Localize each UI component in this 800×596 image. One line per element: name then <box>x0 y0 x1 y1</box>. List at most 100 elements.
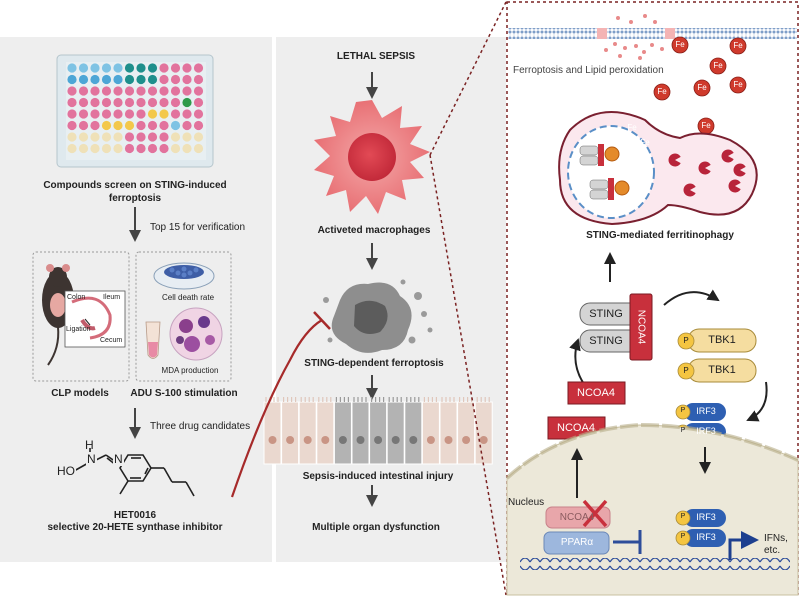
fe-label: Fe <box>675 40 685 49</box>
fe-ion <box>729 37 747 55</box>
fe-label: Fe <box>713 61 723 70</box>
plate-well <box>78 97 89 108</box>
plate-well <box>90 120 100 131</box>
p-label-tbk1-top: P <box>683 336 689 345</box>
plate-well <box>147 120 158 131</box>
top15-label: Top 15 for verification <box>150 222 246 233</box>
tbk1-dimer[interactable] <box>677 328 757 383</box>
plate-well <box>136 109 146 119</box>
ncoa4-complex-label: NCOA4 <box>635 309 647 345</box>
fe-ion <box>709 57 727 75</box>
sting-ncoa4-complex[interactable] <box>579 293 653 361</box>
fe-label: Fe <box>640 138 650 147</box>
iron-ions <box>623 36 747 152</box>
plate-well <box>193 86 204 96</box>
irf3-label-2: IRF3 <box>696 426 716 436</box>
irf3-nuclear-label-2: IRF3 <box>696 532 716 542</box>
plate-well <box>90 97 100 108</box>
lethal-sepsis-label: LETHAL SEPSIS <box>336 51 416 62</box>
plate-well <box>113 97 123 108</box>
plate-well <box>159 120 169 131</box>
ferritin-icon <box>683 183 696 197</box>
plate-well <box>159 97 169 108</box>
plate-well <box>101 143 112 154</box>
p-label-irf3-2: P <box>680 427 686 434</box>
plate-well <box>147 97 158 108</box>
clp-ileum-label: Ileum <box>103 294 121 301</box>
fe-label: Fe <box>697 83 707 92</box>
fe-ion <box>671 36 689 54</box>
epithelial-cell <box>421 401 440 465</box>
plate-well <box>101 109 112 119</box>
plate-well <box>159 143 169 154</box>
plate-well <box>170 74 181 85</box>
epithelial-cell <box>439 401 458 465</box>
p-label-tbk1-bottom: P <box>683 366 689 375</box>
ppar-alpha[interactable] <box>543 531 610 555</box>
well-plate <box>56 54 214 168</box>
ifns-label-line1: IFNs, <box>764 533 788 544</box>
plate-well <box>113 132 123 142</box>
plate-well <box>182 143 192 154</box>
plate-well <box>170 63 181 73</box>
tbk1-label-bottom: TBK1 <box>708 364 736 376</box>
ncoa4-box-upper[interactable] <box>567 381 626 405</box>
cross-mark-icon <box>582 499 608 528</box>
epithelial-cell <box>351 401 370 465</box>
intestinal-injury-label: Sepsis-induced intestinal injury <box>302 471 454 482</box>
plate-well <box>113 74 123 85</box>
plate-well <box>193 120 204 131</box>
ferritin-icon <box>721 149 734 163</box>
fe-label: Fe <box>733 41 743 50</box>
plate-well <box>182 97 192 108</box>
plate-well <box>78 132 89 142</box>
compound-description: selective 20-HETE synthase inhibitor <box>47 522 223 533</box>
p-label-irf3-nuc-2: P <box>680 533 686 540</box>
plate-well <box>182 74 192 85</box>
macrophages-label: Activeted macrophages <box>317 225 431 236</box>
plate-well <box>159 63 169 73</box>
epithelial-cell <box>263 401 282 465</box>
plate-well <box>67 120 77 131</box>
clp-caption: CLP models <box>51 388 109 399</box>
plate-well <box>182 86 192 96</box>
plate-well <box>67 132 77 142</box>
fe-label: Fe <box>701 121 711 130</box>
irf3-nuclear-label-1: IRF3 <box>696 512 716 522</box>
plate-well <box>124 120 135 131</box>
epithelial-cell <box>386 401 405 465</box>
fe-ion <box>729 76 747 94</box>
plate-well <box>113 63 123 73</box>
plate-well <box>170 109 181 119</box>
plate-well <box>136 86 146 96</box>
ncoa4-label-lower: NCOA4 <box>557 422 595 434</box>
tbk1-label-top: TBK1 <box>708 334 736 346</box>
plate-well <box>159 132 169 142</box>
plate-well <box>124 132 135 142</box>
plate-well <box>90 132 100 142</box>
fe-label: Fe <box>733 80 743 89</box>
plate-well <box>170 132 181 142</box>
plate-well <box>90 74 100 85</box>
plate-well <box>182 63 192 73</box>
plate-well <box>113 109 123 119</box>
sting-label-bottom: STING <box>589 335 623 347</box>
plate-well <box>193 97 204 108</box>
plate-well <box>124 63 135 73</box>
dna-strand <box>520 558 790 570</box>
plate-well <box>101 63 112 73</box>
clp-ligation-label: Ligation <box>66 326 91 333</box>
ferroptotic-cell-icon <box>323 279 433 353</box>
irf3-dimer-nucleus[interactable] <box>675 509 726 547</box>
plate-well <box>170 120 181 131</box>
plate-well <box>101 74 112 85</box>
plate-well <box>170 143 181 154</box>
plate-well <box>78 63 89 73</box>
plate-well <box>136 143 146 154</box>
plate-well <box>193 74 204 85</box>
plate-well <box>124 86 135 96</box>
lipid-peroxidation-label: Ferroptosis and Lipid peroxidation <box>513 65 664 76</box>
p-label-irf3-1: P <box>680 407 686 414</box>
ferroptosis-label: STING-dependent ferroptosis <box>304 358 444 369</box>
plate-well <box>101 97 112 108</box>
